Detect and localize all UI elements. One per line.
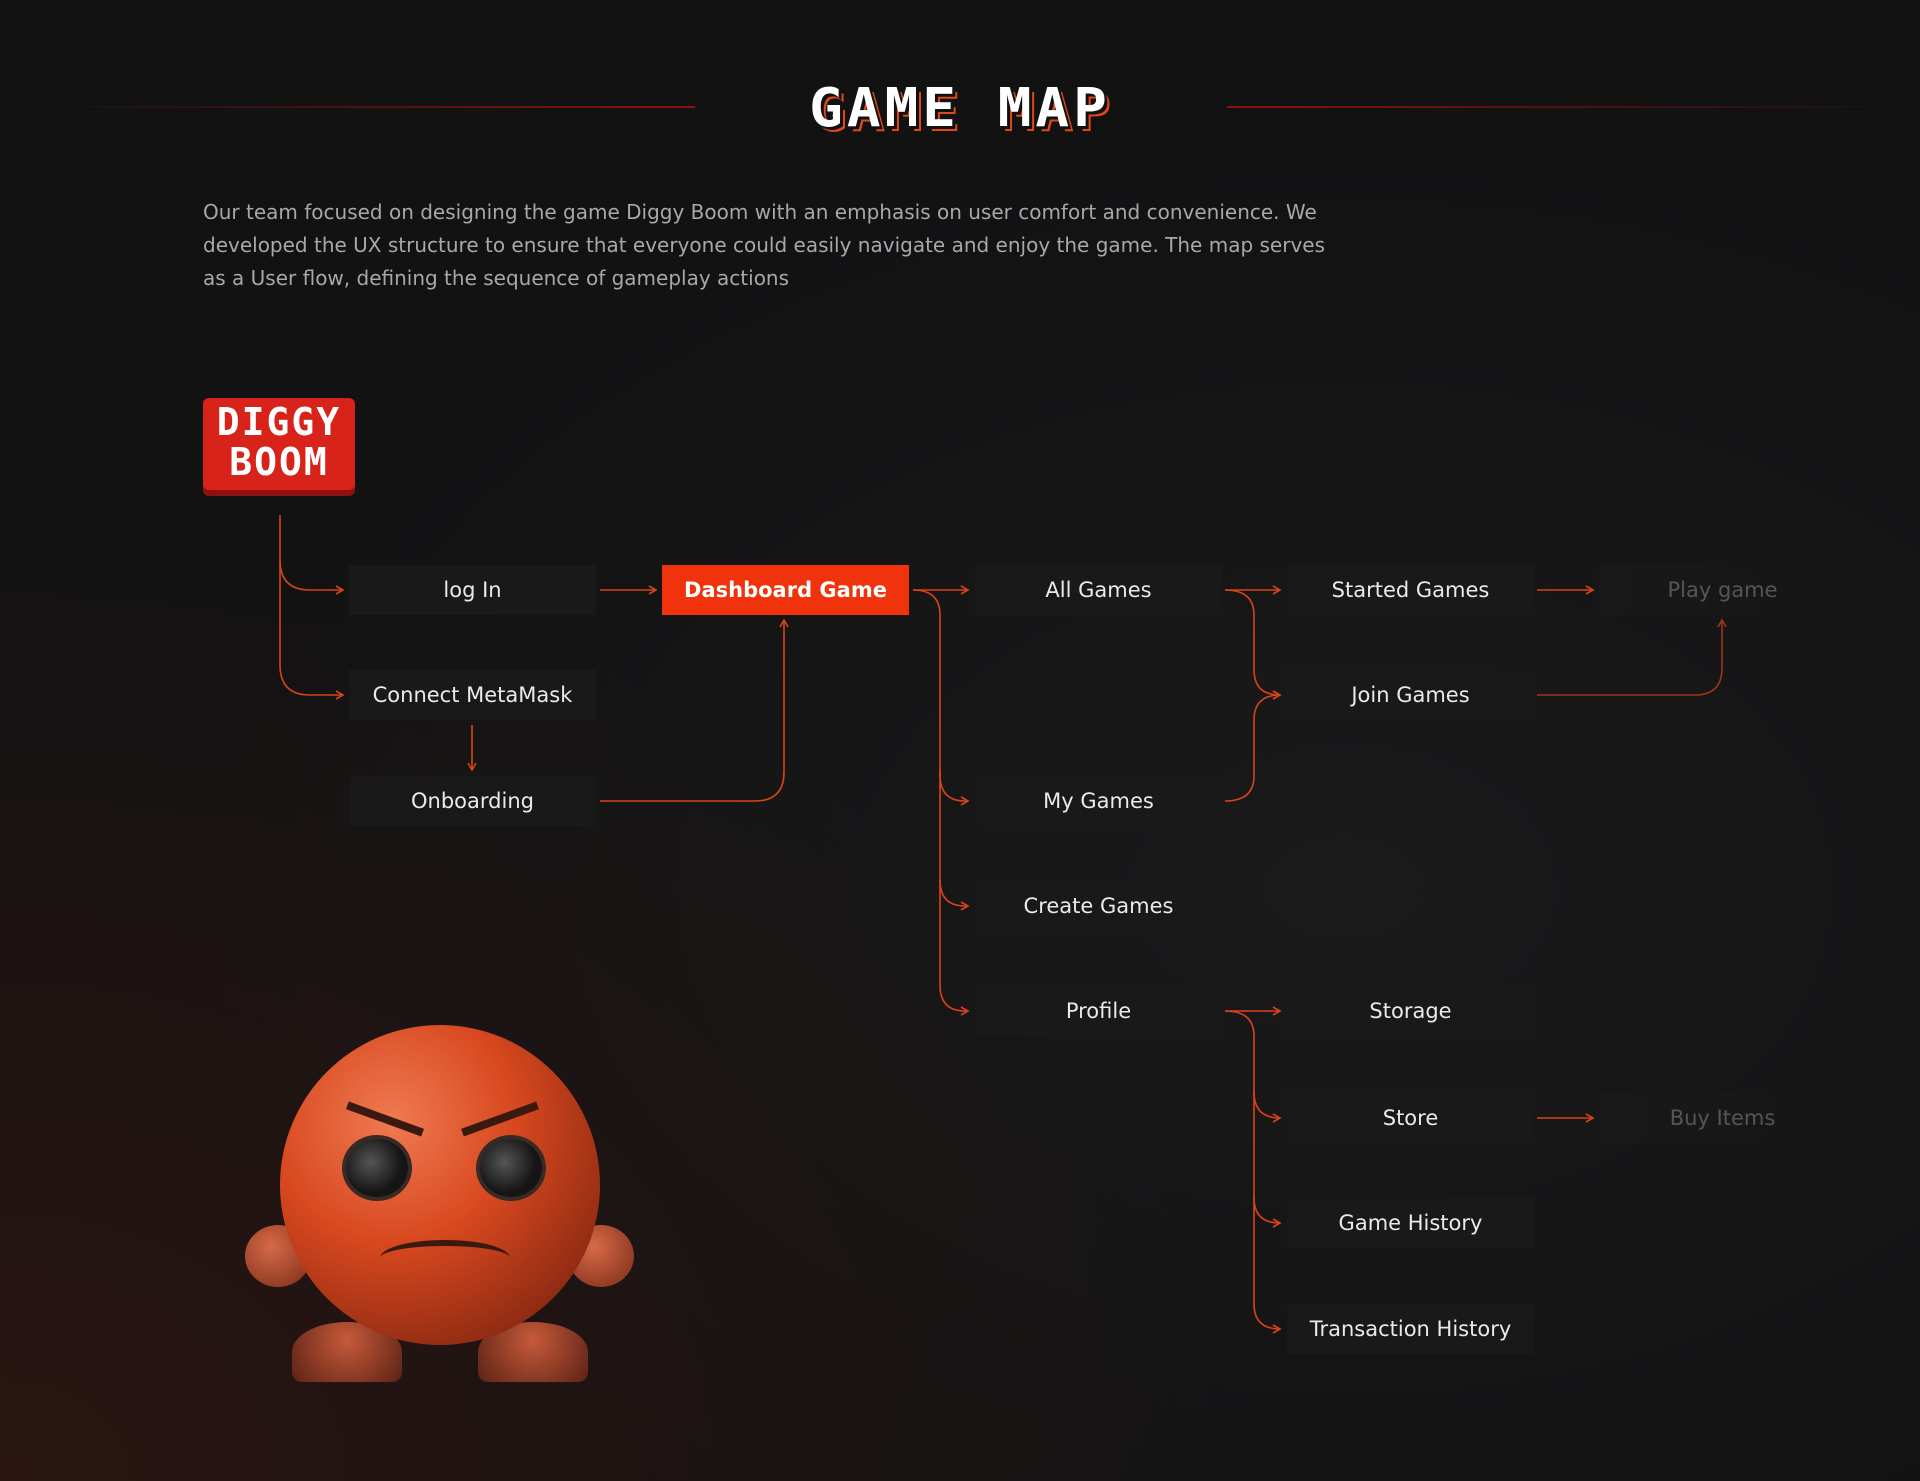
node-all-games[interactable]: All Games [975,565,1222,615]
node-my-games[interactable]: My Games [975,776,1222,826]
connector-join-to-play [1537,618,1727,696]
title-divider-right [1227,106,1907,108]
node-login[interactable]: log In [349,565,596,615]
title-divider-left [40,106,695,108]
node-transaction-history[interactable]: Transaction History [1287,1304,1534,1354]
node-storage[interactable]: Storage [1287,986,1534,1036]
page-title: GAME MAP [809,77,1111,140]
character-right-eye [476,1135,546,1201]
node-connect-metamask[interactable]: Connect MetaMask [349,670,596,720]
node-profile[interactable]: Profile [975,986,1222,1036]
connector-dashboard-branches [912,585,970,1016]
node-play-game[interactable]: Play game [1599,565,1846,615]
logo-line-1: DIGGY [216,400,342,444]
node-buy-items[interactable]: Buy Items [1599,1093,1846,1143]
character-left-brow [346,1101,424,1137]
connector-logo-to-login-and-connect [279,515,345,700]
node-create-games[interactable]: Create Games [975,881,1222,931]
diggy-boom-logo: DIGGY BOOM [203,398,355,490]
node-game-history[interactable]: Game History [1287,1198,1534,1248]
connector-profile-branches [1224,1006,1282,1334]
connector-onboarding-to-dashboard [600,618,789,802]
node-started-games[interactable]: Started Games [1287,565,1534,615]
node-join-games[interactable]: Join Games [1287,670,1534,720]
node-store[interactable]: Store [1287,1093,1534,1143]
character-body [280,1025,600,1345]
logo-line-2: BOOM [229,440,329,484]
character-mouth [380,1240,510,1276]
node-dashboard-game[interactable]: Dashboard Game [662,565,909,615]
connector-games-branches [1224,585,1282,802]
node-onboarding[interactable]: Onboarding [349,776,596,826]
character-right-brow [461,1101,539,1137]
intro-paragraph: Our team focused on designing the game D… [203,200,1326,290]
character-left-eye [342,1135,412,1201]
